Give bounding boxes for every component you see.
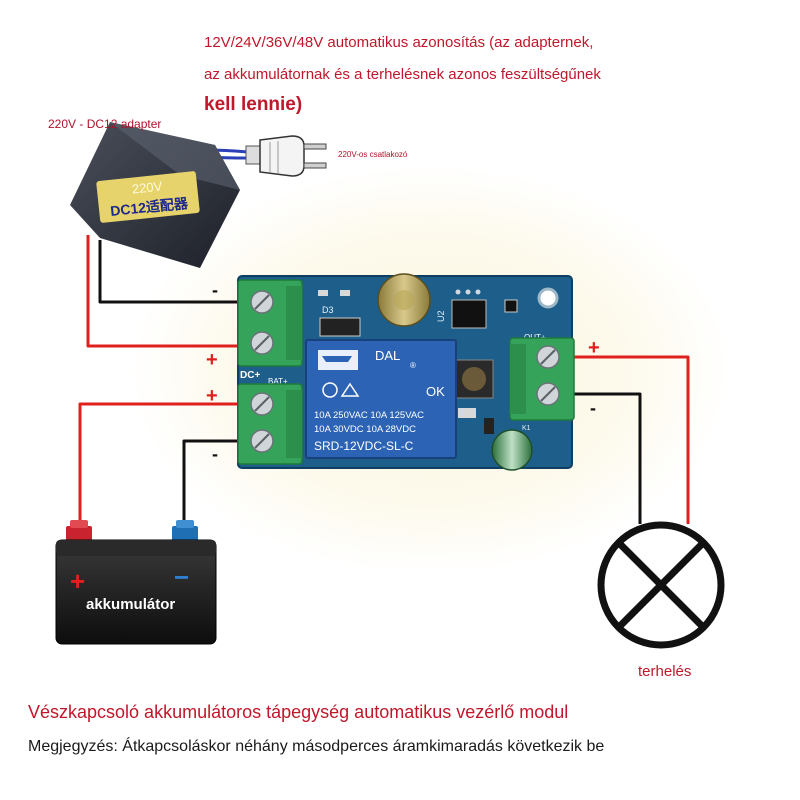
battery-plus-sign: + — [70, 566, 85, 596]
adapter-caption: 220V - DC12 adapter — [48, 117, 162, 131]
header-line-2: az akkumulátornak és a terhelésnek azono… — [204, 66, 601, 83]
header-line-1: 12V/24V/36V/48V automatikus azonosítás (… — [204, 34, 594, 51]
load-lamp-symbol — [597, 521, 725, 649]
mains-plug — [245, 135, 327, 177]
relay-ok: OK — [426, 384, 445, 399]
wire-battery-positive — [78, 402, 262, 532]
wire-load-negative — [548, 392, 642, 524]
ic-u2 — [451, 299, 487, 329]
terminal-adapter-input — [237, 279, 303, 367]
relay-brand: DAL — [375, 348, 400, 363]
svg-text:BAT+: BAT+ — [268, 377, 288, 386]
adapter-minus-mark: - — [212, 280, 218, 300]
battery: + − akkumulátor — [55, 520, 217, 645]
load-caption: terhelés — [638, 663, 692, 680]
footer-note: Megjegyzés: Átkapcsoláskor néhány másodp… — [28, 738, 605, 755]
battery-minus-mark: - — [212, 444, 218, 464]
power-adapter: 220V DC12适配器 — [70, 122, 240, 268]
svg-text:K1: K1 — [522, 425, 531, 432]
battery-label: akkumulátor — [86, 596, 175, 613]
svg-text:D3: D3 — [322, 305, 334, 315]
wires — [78, 148, 690, 532]
relay-model: SRD-12VDC-SL-C — [314, 439, 414, 453]
relay-spec1: 10A 250VAC 10A 125VAC — [314, 410, 424, 421]
svg-text:DC+: DC+ — [240, 370, 260, 381]
load-minus-mark: - — [590, 398, 596, 418]
svg-text:U2: U2 — [436, 310, 446, 322]
footer-title: Vészkapcsoló akkumulátoros tápegység aut… — [28, 702, 569, 722]
adapter-label-plate — [96, 171, 200, 223]
wire-load-positive — [548, 355, 690, 524]
wire-adapter-negative — [98, 240, 260, 304]
terminal-load-output — [509, 337, 575, 421]
relay-spec2: 10A 30VDC 10A 28VDC — [314, 424, 416, 435]
header-line-3: kell lennie) — [204, 94, 303, 115]
diode-d3 — [319, 317, 361, 337]
terminal-battery — [237, 383, 303, 465]
control-module-board: D3 U2 K1 DC+ BAT+ OUT+ DAL ® — [237, 273, 575, 471]
svg-text:®: ® — [410, 361, 416, 370]
battery-plus-mark: + — [206, 385, 218, 407]
adapter-plus-mark: + — [206, 349, 218, 371]
battery-minus-sign: − — [174, 562, 189, 592]
capacitor-lower — [491, 429, 533, 471]
relay: DAL ® OK 10A 250VAC 10A 125VAC 10A 30VDC… — [305, 339, 457, 459]
plug-caption: 220V-os csatlakozó — [338, 150, 408, 159]
mount-hole — [537, 287, 559, 309]
adapter-label-top: 220V — [131, 178, 163, 196]
wire-battery-negative — [182, 439, 262, 532]
wire-adapter-positive — [86, 235, 262, 348]
polarity-marks: - + + - + - — [206, 280, 600, 464]
load-plus-mark: + — [588, 337, 600, 359]
